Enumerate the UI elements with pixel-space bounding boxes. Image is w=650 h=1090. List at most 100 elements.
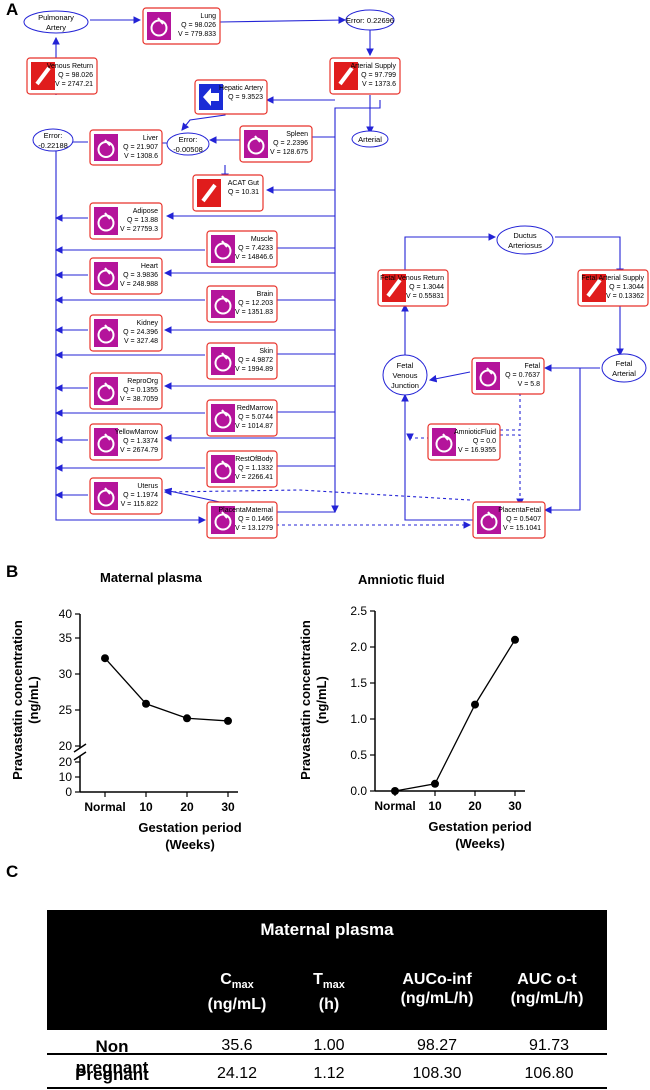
header-tmax-sub: max	[322, 979, 345, 992]
header-tmax-main: T	[313, 971, 323, 988]
organ-icon	[94, 428, 118, 456]
venous-return-node-text: Q = 98.026	[58, 72, 93, 79]
header-auc-inf-unit: (ng/mL/h)	[400, 990, 474, 1007]
fetal-node-text: Fetal	[524, 363, 540, 370]
table-divider	[47, 1053, 607, 1055]
uterus-node-text: V = 115.822	[121, 501, 159, 508]
liver-node-text: Liver	[143, 135, 159, 142]
lung-node-text: Q = 98.026	[181, 22, 216, 29]
muscle-node: Muscle Q = 7.4233 V = 14846.6	[206, 230, 278, 268]
muscle-node-text: Muscle	[251, 236, 273, 243]
dashed-flow-arrow	[500, 370, 524, 431]
header-auc-t-unit: (ng/mL/h)	[510, 990, 584, 1007]
table-cell: 108.30	[412, 1065, 462, 1082]
table-row-nonpregnant: Non pregnant 35.6 1.00 98.27 91.73	[47, 1036, 607, 1082]
spleen-node-text: V = 128.675	[270, 149, 308, 156]
header-auc-t-main: AUC o-t	[517, 971, 577, 988]
y-axis-label: Pravastatin concentration(ng/mL)	[10, 620, 41, 780]
x-tick-label: Normal	[84, 800, 125, 814]
rest-of-body-node-text: V = 2266.41	[235, 474, 273, 481]
chart1-title: Maternal plasma	[100, 570, 202, 585]
brain-node-text: V = 1351.83	[235, 309, 273, 316]
organ-icon	[94, 207, 118, 235]
heart-node-text: Heart	[141, 263, 158, 270]
row-label: Pregnant	[75, 1065, 149, 1084]
fetal-venous-junction-node-label: Venous	[392, 371, 417, 380]
arrow-left-icon	[199, 84, 223, 110]
fetal-venous-return-node-text: Fetal Venous Return	[380, 275, 444, 282]
adipose-node-text: V = 27759.3	[120, 226, 158, 233]
acat-gut-node-text: Q = 10.31	[228, 189, 259, 196]
header-cmax: Cmax (ng/mL)	[177, 970, 297, 1014]
adipose-node-text: Adipose	[133, 208, 158, 215]
y-tick-label: 1.0	[350, 712, 367, 726]
skin-node-text: Skin	[259, 348, 273, 355]
muscle-node-text: Q = 7.4233	[238, 245, 273, 252]
red-marrow-node-text: Q = 5.0744	[238, 414, 273, 421]
panel-a-letter: A	[6, 0, 19, 19]
fetal-arterial-node-label: Arterial	[612, 369, 636, 378]
organ-icon	[211, 290, 235, 318]
y-tick-label: 20	[59, 739, 73, 753]
pulmonary-artery-node-label: Pulmonary	[38, 13, 74, 22]
syringe-icon	[334, 62, 358, 90]
uterus-node-text: Q = 1.1974	[123, 492, 158, 499]
brain-node-text: Q = 12.203	[238, 300, 273, 307]
lung-node-text: V = 779.833	[178, 31, 216, 38]
series-line	[104, 657, 229, 722]
yellow-marrow-node-text: YellowMarrow	[115, 429, 159, 436]
flow-arrow	[401, 393, 475, 521]
liver-node-text: Q = 21.907	[123, 144, 158, 151]
heart-node-text: V = 248.988	[120, 281, 158, 288]
arterial-supply-node-text: Arterial Supply	[350, 63, 396, 70]
x-tick-label: 20	[180, 800, 194, 814]
placenta-fetal-node-text: PlacentaFetal	[498, 507, 541, 514]
table-cell: 24.12	[216, 1065, 258, 1082]
data-point	[101, 654, 109, 663]
table-cell: 91.73	[528, 1037, 570, 1054]
uterus-node-text: Uterus	[137, 483, 158, 490]
y-tick-label: 0.0	[350, 784, 367, 798]
rest-of-body-node-text: RestOfBody	[235, 456, 273, 463]
table-bottom-border	[47, 1087, 607, 1089]
red-marrow-node-text: V = 1014.87	[235, 423, 273, 430]
organ-icon	[244, 130, 268, 158]
y-tick-label: 0.5	[350, 748, 367, 762]
repro-org-node-text: Q = 0.1355	[123, 387, 158, 394]
amniotic-fluid-node-text: AmnioticFluid	[454, 429, 496, 436]
flow-arrow	[404, 233, 497, 280]
x-tick-label: 30	[508, 799, 522, 813]
fetal-arterial-supply-node-text: V = 0.13362	[606, 293, 644, 300]
arterial-node: Arterial	[351, 130, 389, 148]
flow-arrow	[331, 100, 381, 514]
error-left-node: Error:-0.22188	[32, 128, 74, 152]
fetal-node-text: Q = 0.7637	[505, 372, 540, 379]
kidney-node-text: Q = 24.396	[123, 329, 158, 336]
muscle-node-text: V = 14846.6	[235, 254, 273, 261]
y-tick-label: 20	[59, 755, 73, 769]
brain-node-text: Brain	[257, 291, 273, 298]
fetal-node-text: V = 5.8	[518, 381, 540, 388]
header-cmax-main: C	[220, 971, 232, 988]
fetal-node: Fetal Q = 0.7637 V = 5.8	[471, 357, 545, 395]
dashed-flow-arrow	[163, 488, 471, 501]
fetal-venous-junction-node-label: Fetal	[397, 361, 414, 370]
flow-arrow	[543, 368, 581, 514]
hepatic-artery-node-text: Hepatic Artery	[219, 85, 263, 92]
header-tmax-unit: (h)	[318, 996, 340, 1014]
organ-icon	[211, 455, 235, 483]
y-tick-label: 30	[59, 667, 73, 681]
dashed-flow-arrow	[500, 434, 524, 507]
